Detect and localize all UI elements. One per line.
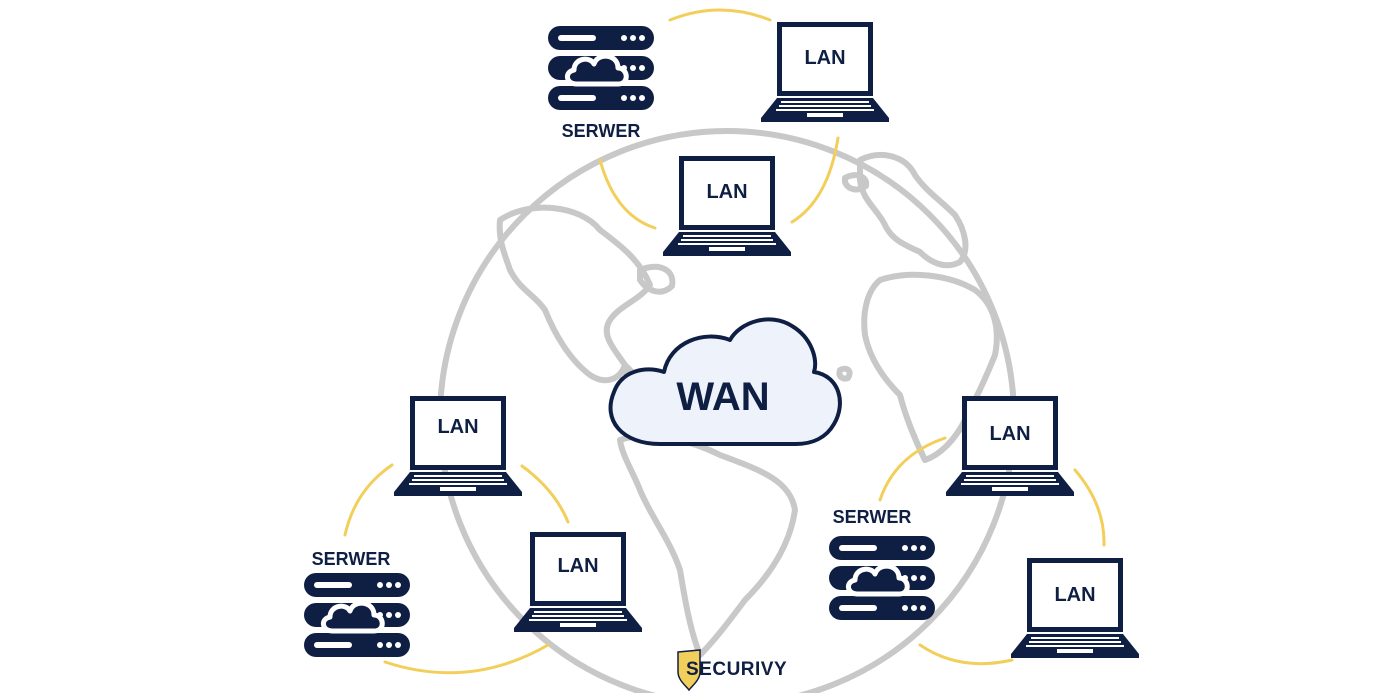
laptop-icon — [514, 532, 642, 632]
lan-node-top-right: LAN — [761, 22, 889, 122]
lan-label: LAN — [804, 47, 845, 69]
server-cloud-icon — [829, 536, 935, 620]
lan-node-left-upper: LAN — [394, 396, 522, 496]
laptop-icon — [761, 22, 889, 122]
connection-links — [343, 8, 1106, 675]
shield-icon — [677, 649, 701, 692]
server-node-right: SERWER — [829, 507, 935, 620]
server-cloud-icon — [548, 26, 654, 110]
lan-label: LAN — [437, 416, 478, 438]
lan-node-right-upper: LAN — [946, 396, 1074, 496]
server-cloud-icon — [304, 573, 410, 657]
laptop-icon — [946, 396, 1074, 496]
wan-label: WAN — [676, 375, 769, 419]
cloud-icon — [608, 317, 842, 446]
lan-label: LAN — [989, 423, 1030, 445]
laptop-icon — [663, 156, 791, 256]
server-node-top: SERWER — [548, 26, 654, 141]
lan-label: LAN — [1054, 584, 1095, 606]
brand-logo: SECURIVY — [677, 649, 787, 692]
lan-node-left-lower: LAN — [514, 532, 642, 632]
wan-cloud: WAN — [608, 317, 842, 446]
lan-node-top-center: LAN — [663, 156, 791, 256]
server-label: SERWER — [562, 121, 641, 141]
laptop-icon — [394, 396, 522, 496]
lan-node-right-lower: LAN — [1011, 558, 1139, 658]
server-label: SERWER — [312, 549, 391, 569]
lan-label: LAN — [557, 555, 598, 577]
logo-text: SECURIVY — [686, 659, 787, 680]
lan-label: LAN — [706, 181, 747, 203]
server-label: SERWER — [833, 507, 912, 527]
laptop-icon — [1011, 558, 1139, 658]
server-node-left: SERWER — [304, 549, 410, 657]
